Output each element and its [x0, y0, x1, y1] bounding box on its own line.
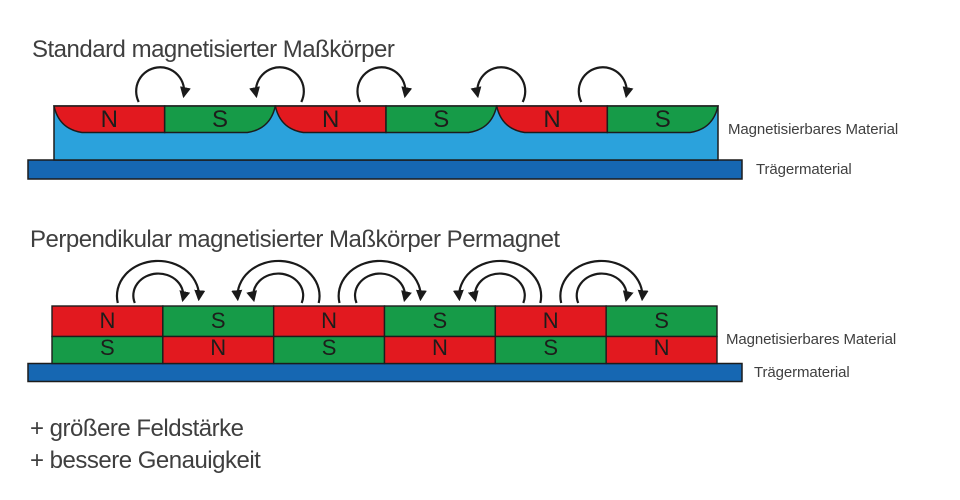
pole-letter: S	[322, 335, 337, 360]
field-arrow-icon	[353, 272, 412, 304]
pole-letter: N	[210, 335, 226, 360]
pole-letter: S	[100, 335, 115, 360]
field-arrow-icon	[470, 66, 527, 103]
pole-letter: S	[655, 106, 671, 133]
magnet-block-n	[605, 335, 718, 365]
field-arrow-icon	[577, 66, 634, 103]
pole-letter: S	[543, 335, 558, 360]
field-arrow-icon	[337, 259, 427, 304]
magnet-block-n	[162, 335, 275, 365]
pole-zone-n	[274, 105, 387, 134]
diagram1-material-label: Magnetisierbares Material	[728, 121, 899, 138]
field-arrow-icon	[356, 66, 413, 103]
magnet-block-s	[51, 335, 164, 365]
magnet-block-s	[494, 335, 607, 365]
diagram2-material-label: Magnetisierbares Material	[726, 331, 897, 348]
benefit-line: + größere Feldstärke	[30, 415, 244, 442]
carrier-bar	[27, 159, 743, 180]
magnet-block-s	[383, 305, 497, 338]
pole-letter: S	[212, 106, 228, 133]
pole-letter: S	[211, 308, 226, 333]
pole-zone-n	[495, 105, 609, 134]
magnet-block-s	[272, 335, 386, 365]
field-arrow-icon	[467, 272, 526, 304]
field-arrow-icon	[115, 259, 206, 304]
pole-zone-n	[53, 105, 166, 134]
pole-letter: N	[432, 335, 448, 360]
pole-letter: N	[322, 106, 339, 133]
magnet-block-s	[162, 305, 275, 338]
field-arrow-icon	[575, 272, 634, 304]
field-arrow-icon	[452, 259, 543, 304]
pole-letter: N	[99, 308, 115, 333]
diagram1-graphic: N S N S N S	[27, 66, 743, 180]
pole-letter: N	[654, 335, 670, 360]
field-arrow-icon	[135, 66, 191, 103]
pole-letter: N	[543, 308, 559, 333]
field-arrow-icon	[249, 66, 305, 103]
field-arrow-icon	[231, 259, 321, 304]
diagram2-carrier-label: Trägermaterial	[754, 364, 850, 381]
benefit-line: + bessere Genauigkeit	[30, 447, 261, 474]
pole-letter: N	[321, 308, 337, 333]
diagram2-title: Perpendikular magnetisierter Maßkörper P…	[30, 226, 560, 253]
pole-letter: S	[433, 308, 448, 333]
field-arrow-icon	[559, 259, 649, 304]
magnet-block-n	[383, 335, 497, 365]
pole-letter: N	[101, 106, 118, 133]
pole-letter: S	[433, 106, 449, 133]
diagram1-title: Standard magnetisierter Maßkörper	[32, 36, 395, 63]
field-arrow-icon	[246, 272, 305, 304]
field-arrow-icon	[132, 272, 191, 304]
pole-zone-s	[606, 105, 719, 134]
magnet-block-n	[494, 305, 607, 338]
diagram2-graphic: N S N S N S S N S N S N	[27, 259, 743, 383]
carrier-bar	[27, 362, 743, 383]
pole-letter: N	[543, 106, 560, 133]
diagram1-carrier-label: Trägermaterial	[756, 161, 852, 178]
pole-letter: S	[654, 308, 669, 333]
magnet-block-s	[605, 305, 718, 338]
